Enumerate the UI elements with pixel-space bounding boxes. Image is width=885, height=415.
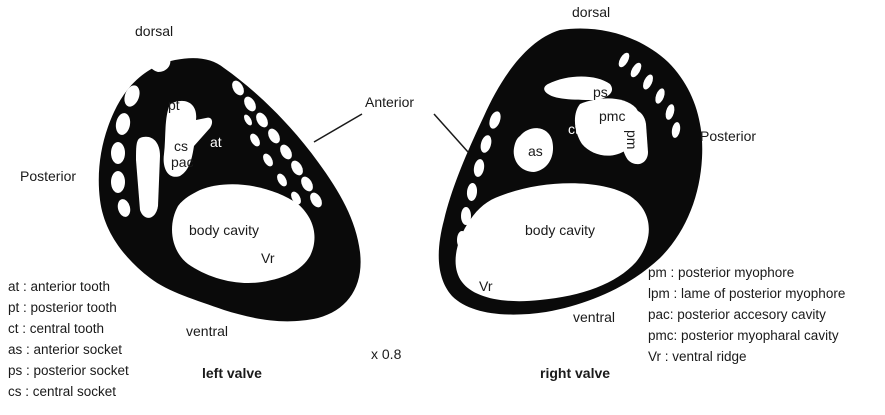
label-ct: ct xyxy=(568,121,579,137)
label-left-body-cavity: body cavity xyxy=(189,222,259,238)
legend-item: Vr : ventral ridge xyxy=(648,346,845,367)
left-dorsal-label: dorsal xyxy=(135,23,173,39)
legend-item: pmc: posterior myopharal cavity xyxy=(648,325,845,346)
label-lpm: lpm xyxy=(139,154,155,177)
left-posterior-label: Posterior xyxy=(20,168,76,184)
label-at: at xyxy=(210,134,222,150)
label-cs: cs xyxy=(174,138,188,154)
legend-item: ct : central tooth xyxy=(8,318,129,339)
left-valve-caption: left valve xyxy=(202,365,262,381)
label-right-vr: Vr xyxy=(479,278,493,294)
right-dorsal-label: dorsal xyxy=(572,4,610,20)
scale-factor: x 0.8 xyxy=(371,346,402,362)
left-ventral-label: ventral xyxy=(186,323,228,339)
label-pt: pt xyxy=(168,97,180,113)
legend-item: pac: posterior accesory cavity xyxy=(648,304,845,325)
right-ventral-label: ventral xyxy=(573,309,615,325)
legend-item: pm : posterior myophore xyxy=(648,262,845,283)
legend-item: pt : posterior tooth xyxy=(8,297,129,318)
left-valve xyxy=(99,53,361,321)
right-posterior-label: Posterior xyxy=(700,128,756,144)
right-valve-caption: right valve xyxy=(540,365,610,381)
label-left-vr: Vr xyxy=(261,250,275,266)
legend-left: at : anterior tooth pt : posterior tooth… xyxy=(8,276,129,402)
legend-item: lpm : lame of posterior myophore xyxy=(648,283,845,304)
label-pmc: pmc xyxy=(599,108,625,124)
legend-item: ps : posterior socket xyxy=(8,360,129,381)
anterior-line-left xyxy=(314,114,362,142)
legend-item: cs : central socket xyxy=(8,381,129,402)
label-ps: ps xyxy=(593,84,608,100)
anterior-line-right xyxy=(434,114,468,152)
legend-item: at : anterior tooth xyxy=(8,276,129,297)
label-pm: pm xyxy=(624,130,640,149)
label-as: as xyxy=(528,143,543,159)
label-pac: pac xyxy=(171,154,194,170)
anterior-label: Anterior xyxy=(365,94,414,110)
legend-right: pm : posterior myophore lpm : lame of po… xyxy=(648,262,845,367)
label-right-body-cavity: body cavity xyxy=(525,222,595,238)
legend-item: as : anterior socket xyxy=(8,339,129,360)
